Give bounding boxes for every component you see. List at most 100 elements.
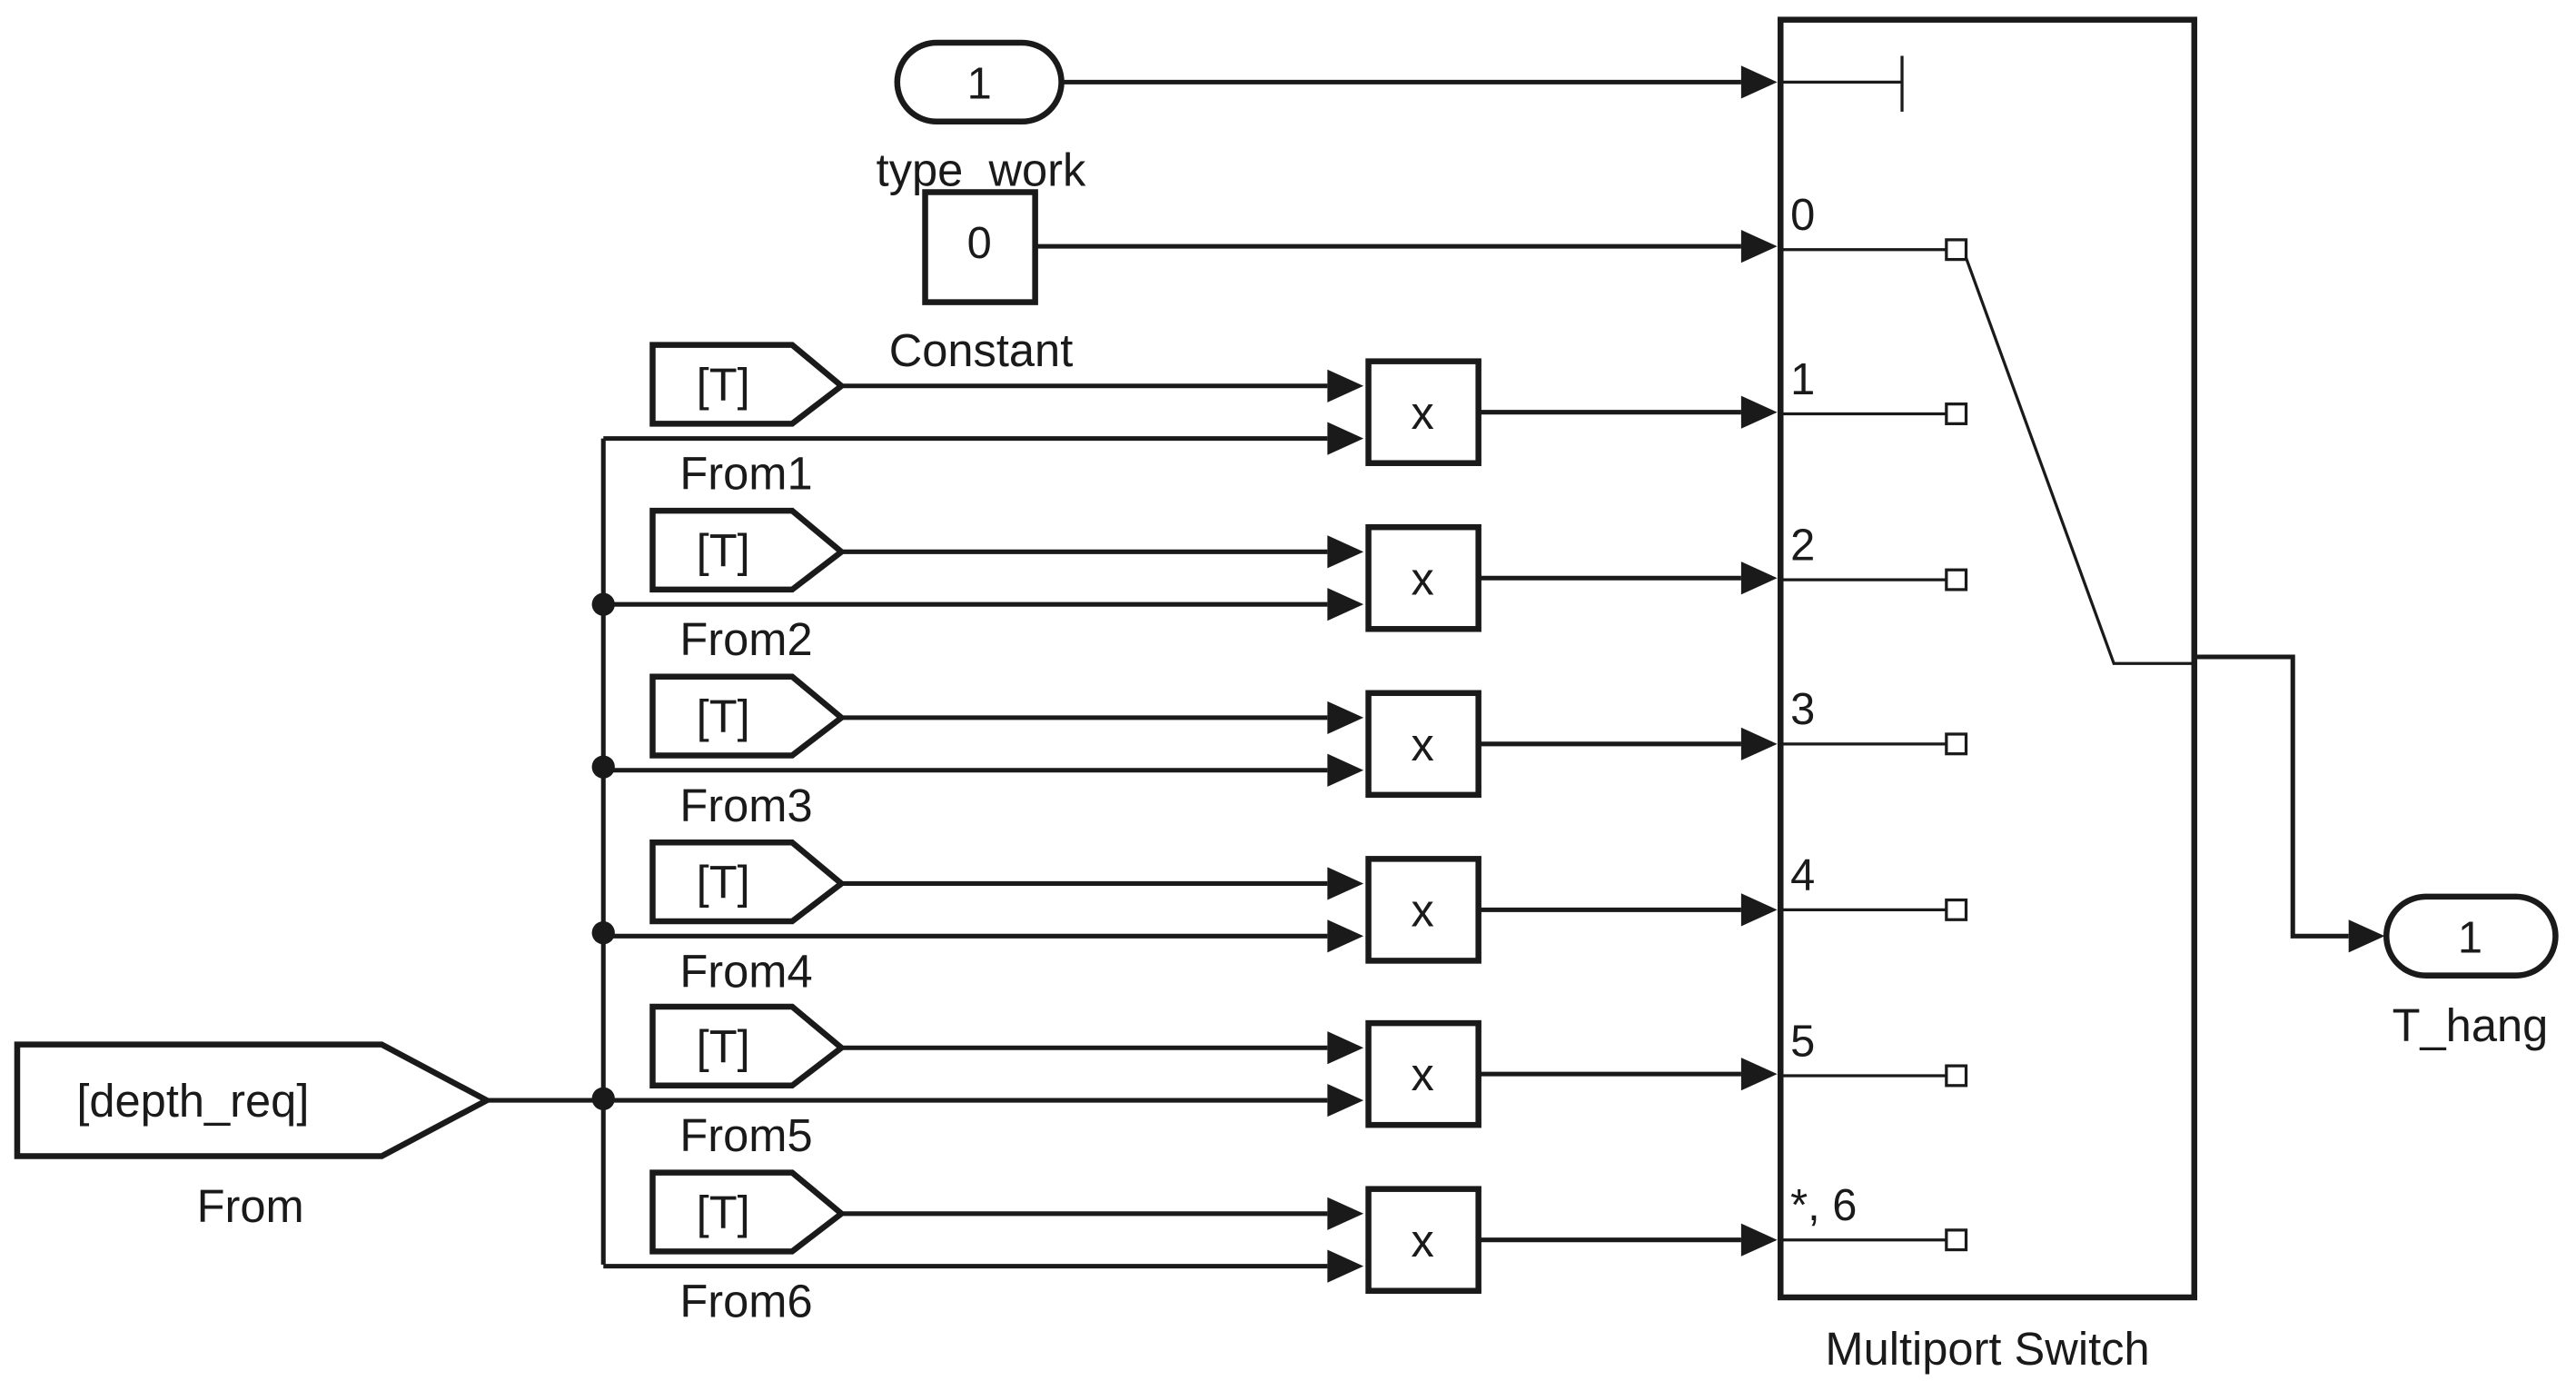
inport-type-work[interactable]: 1 (894, 39, 1065, 125)
switch-port-2: 2 (1780, 521, 1968, 591)
switch-port-label: 4 (1790, 851, 1815, 900)
inport-name: type_work (877, 144, 1086, 195)
arrow-product-to-switch (1740, 561, 1778, 595)
from-depth-req[interactable]: [depth_req] (14, 1041, 493, 1159)
arrow-t-to-product (1327, 369, 1364, 402)
from-t-block[interactable]: [T] (649, 1169, 847, 1255)
arrow-output (2348, 919, 2385, 953)
from-t-block[interactable]: [T] (649, 673, 847, 759)
from-t-tag: [T] (697, 1187, 750, 1238)
product-symbol: x (1412, 1048, 1434, 1100)
constant-name: Constant (889, 324, 1074, 376)
switch-port-0: 0 (1780, 191, 1968, 262)
switch-port-terminal (1945, 1228, 1968, 1252)
switch-port-terminal (1945, 1064, 1968, 1088)
product-symbol: x (1412, 1215, 1434, 1267)
arrow-depth-to-product (1327, 588, 1364, 621)
row-5: [T] From5 x (603, 1003, 1778, 1161)
junction-dot (591, 921, 615, 945)
arrow-t-to-product (1327, 1197, 1364, 1230)
row-2: [T] From2 x (603, 507, 1778, 665)
from-t-name: From2 (679, 613, 812, 665)
wire-output (2194, 654, 2349, 939)
switch-port-terminal (1945, 568, 1968, 591)
row-6: [T] From6 x (603, 1169, 1778, 1327)
switch-selector-lever (1964, 257, 2195, 665)
product-block[interactable]: x (1365, 690, 1481, 799)
row-3: [T] From3 x (603, 673, 1778, 831)
from-t-tag: [T] (697, 1020, 750, 1072)
from-t-block[interactable]: [T] (649, 342, 847, 427)
arrow-product-to-switch (1740, 727, 1778, 760)
arrow-t-to-product (1327, 535, 1364, 569)
switch-port-1: 1 (1780, 355, 1968, 425)
constant-value: 0 (967, 219, 992, 268)
from-t-name: From6 (679, 1276, 812, 1327)
multiport-switch[interactable]: 0 1 2 3 4 5 *, 6 (1778, 16, 2198, 1301)
from-depth-req-name: From (197, 1180, 304, 1232)
from-t-name: From3 (679, 780, 812, 831)
switch-port-4: 4 (1780, 851, 1968, 921)
constant-block[interactable]: 0 (922, 189, 1038, 305)
arrow-depth-to-product (1327, 422, 1364, 455)
arrow-product-to-switch (1740, 1223, 1778, 1257)
from-t-block[interactable]: [T] (649, 507, 847, 593)
switch-port-3: 3 (1780, 685, 1968, 756)
switch-port-label: 5 (1790, 1017, 1815, 1066)
arrow-t-to-product (1327, 1031, 1364, 1065)
product-symbol: x (1412, 387, 1434, 439)
outport-name: T_hang (2393, 999, 2549, 1051)
arrow-depth-to-product (1327, 1083, 1364, 1118)
product-block[interactable]: x (1365, 856, 1481, 964)
from-t-name: From5 (679, 1109, 812, 1161)
from-t-tag: [T] (697, 525, 750, 577)
product-block[interactable]: x (1365, 523, 1481, 632)
product-block[interactable]: x (1365, 1019, 1481, 1128)
switch-port-5: 5 (1780, 1017, 1968, 1088)
switch-name: Multiport Switch (1825, 1323, 2149, 1375)
arrow-t-to-product (1327, 700, 1364, 734)
arrow-constant (1740, 230, 1778, 263)
from-t-tag: [T] (697, 691, 750, 742)
product-symbol: x (1412, 884, 1434, 936)
arrow-product-to-switch (1740, 395, 1778, 429)
product-symbol: x (1412, 719, 1434, 770)
switch-port-terminal (1945, 402, 1968, 425)
arrow-t-to-product (1327, 867, 1364, 900)
from-t-name: From4 (679, 945, 812, 997)
outport-t-hang[interactable]: 1 (2383, 893, 2559, 979)
switch-port-label: 3 (1790, 685, 1815, 734)
junction-dot (591, 755, 615, 779)
switch-port-terminal (1945, 238, 1968, 262)
from-t-tag: [T] (697, 857, 750, 909)
inport-value: 1 (967, 59, 992, 108)
arrow-depth-to-product (1327, 919, 1364, 953)
product-block[interactable]: x (1365, 358, 1481, 466)
row-4: [T] From4 x (603, 840, 1778, 997)
from-t-name: From1 (679, 448, 812, 500)
product-block[interactable]: x (1365, 1186, 1481, 1294)
arrow-control (1740, 65, 1778, 99)
arrow-depth-to-product (1327, 753, 1364, 787)
switch-ports: 0 1 2 3 4 5 *, 6 (1780, 191, 1968, 1252)
from-depth-req-tag: [depth_req] (76, 1075, 309, 1127)
outport-value: 1 (2458, 913, 2482, 962)
from-t-tag: [T] (697, 359, 750, 411)
arrow-product-to-switch (1740, 893, 1778, 927)
junction-dot (591, 592, 615, 616)
arrow-depth-to-product (1327, 1249, 1364, 1283)
switch-port-label: 2 (1790, 521, 1815, 570)
rows-layer: [T] From1 x [T] From2 x [T] From3 x [T] From4 x [T] F… (591, 342, 1778, 1327)
switch-port-label: 0 (1790, 191, 1815, 240)
switch-port-6: *, 6 (1780, 1181, 1968, 1252)
switch-port-label: 1 (1790, 355, 1815, 404)
junction-dot (591, 1087, 615, 1110)
arrow-product-to-switch (1740, 1058, 1778, 1091)
product-symbol: x (1412, 552, 1434, 604)
switch-port-label: *, 6 (1790, 1181, 1857, 1230)
row-1: [T] From1 x (603, 342, 1778, 500)
from-t-block[interactable]: [T] (649, 1003, 847, 1089)
from-t-block[interactable]: [T] (649, 840, 847, 925)
switch-port-terminal (1945, 732, 1968, 756)
